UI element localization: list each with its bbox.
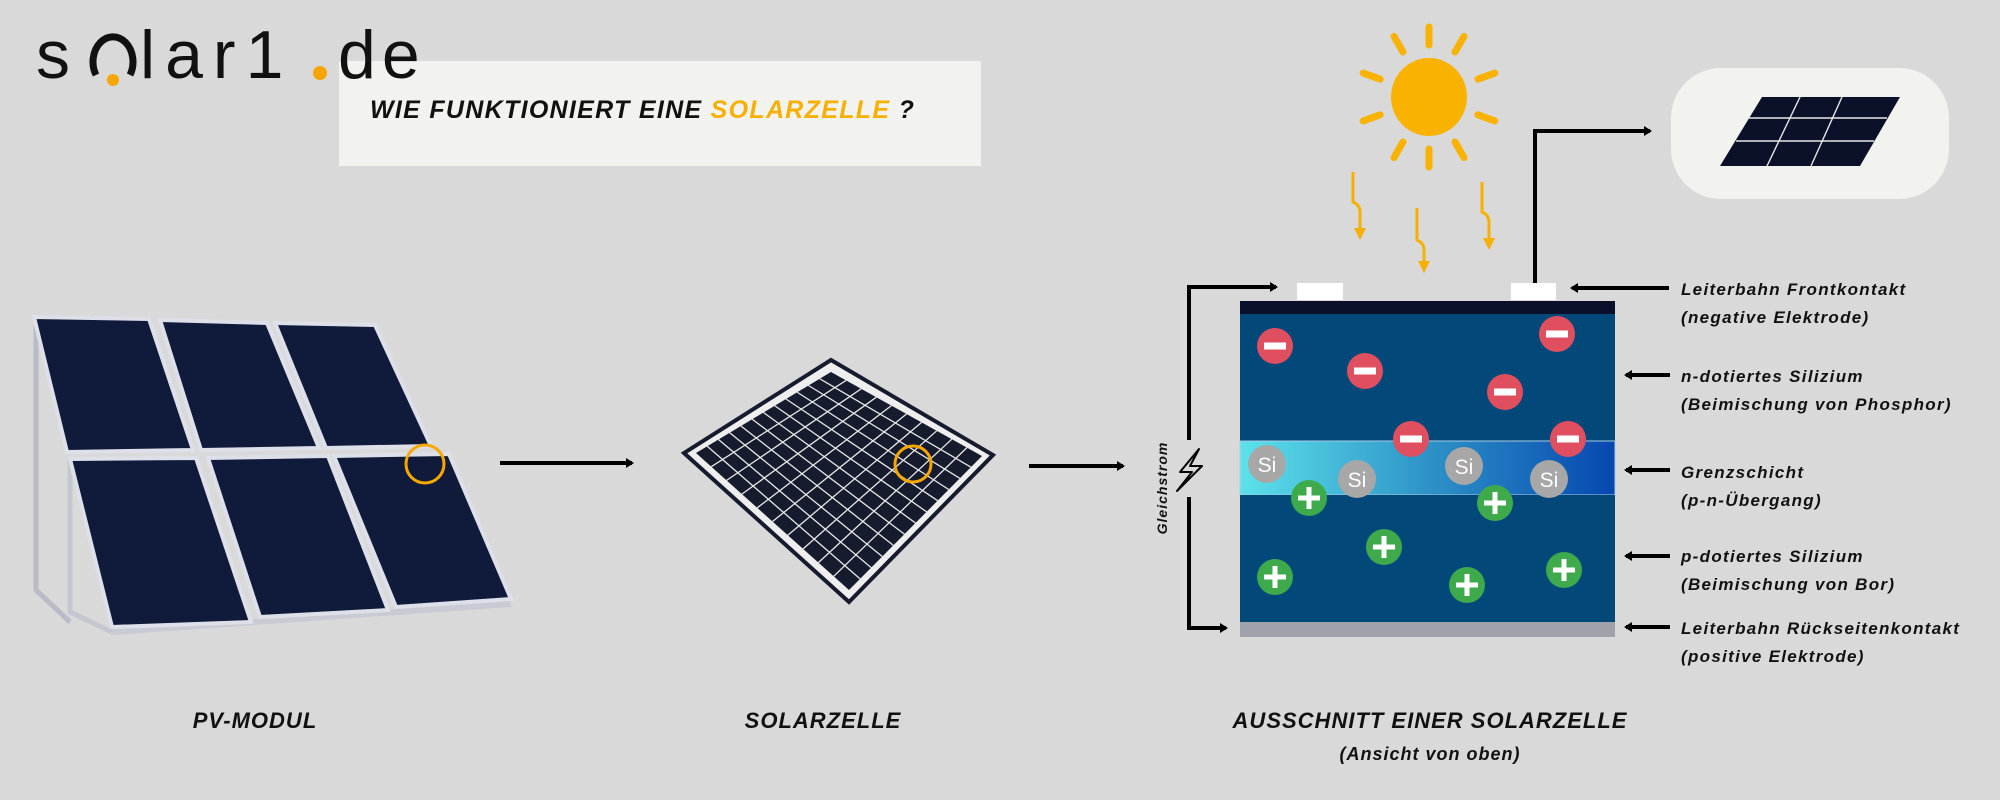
hole-icon <box>1257 559 1293 595</box>
label-arrows <box>1570 283 1670 632</box>
cell-grid-line <box>763 411 916 524</box>
silicon-atom: Si <box>1445 447 1483 485</box>
sun-ray <box>1474 69 1499 83</box>
logo-de: de <box>338 17 426 93</box>
logo-dot <box>313 66 327 80</box>
sun-ray <box>1359 111 1384 125</box>
cell-grid-line <box>740 425 894 546</box>
cell-grid-line <box>751 418 905 535</box>
title-prefix: WIE FUNKTIONIERT EINE <box>370 96 711 124</box>
front-contact <box>1297 283 1343 300</box>
title-suffix: ? <box>890 96 916 124</box>
label-n-layer: n-dotiertes Silizium(Beimischung von Pho… <box>1681 367 1952 414</box>
hole-icon <box>1477 485 1513 521</box>
cell-grid-line <box>718 439 872 569</box>
hole-icon <box>1291 480 1327 516</box>
sunlight-arrows <box>1351 172 1495 273</box>
sun-ray <box>1359 69 1384 83</box>
electron-icon <box>1487 374 1523 410</box>
silicon-atom: Si <box>1530 460 1568 498</box>
cell-grid-line <box>729 432 883 558</box>
current-label: Gleichstrom <box>1154 441 1170 535</box>
caption-cutout: AUSSCHNITT EINER SOLARZELLE <box>1232 708 1628 733</box>
sun-ray <box>1451 32 1468 56</box>
pv-module-illustration <box>31 314 514 635</box>
hole-icon <box>1449 567 1485 603</box>
dc-circuit <box>1187 282 1278 633</box>
logo-o <box>89 33 137 77</box>
sun-ray <box>1390 138 1407 162</box>
solar-cell-illustration <box>680 357 997 605</box>
cell-grid-line <box>774 405 927 513</box>
front-contact <box>1511 283 1556 300</box>
logo-dot <box>107 74 119 86</box>
sun-icon <box>1359 23 1499 171</box>
cell-grid-line <box>808 384 961 479</box>
label-back-contact: Leiterbahn Rückseitenkontakt(positive El… <box>1681 619 1961 666</box>
hole-icon <box>1366 529 1402 565</box>
silicon-atom: Si <box>1248 445 1286 483</box>
back-contact-layer <box>1240 622 1615 637</box>
sun-ray <box>1451 138 1468 162</box>
label-front-contact: Leiterbahn Frontkontakt(negative Elektro… <box>1681 280 1907 327</box>
arrow-to-panel <box>1533 126 1652 283</box>
electron-icon <box>1393 421 1429 457</box>
electron-icon <box>1550 421 1586 457</box>
silicon-label: Si <box>1258 454 1277 477</box>
silicon-label: Si <box>1455 456 1474 479</box>
caption-cutout-sub: (Ansicht von oben) <box>1339 744 1521 764</box>
title-box <box>339 61 981 166</box>
cell-grid-line <box>819 378 972 468</box>
silicon-atom: Si <box>1338 460 1376 498</box>
cell-grid-line <box>796 391 950 491</box>
silicon-label: Si <box>1540 469 1559 492</box>
sun-ray <box>1474 111 1499 125</box>
hole-icon <box>1546 552 1582 588</box>
caption-solar-cell: SOLARZELLE <box>744 708 902 733</box>
silicon-label: Si <box>1348 469 1367 492</box>
title-highlight: SOLARZELLE <box>710 96 891 124</box>
logo: s lar1 de <box>36 17 426 93</box>
front-contact-layer <box>1240 301 1615 314</box>
sun-ray <box>1390 32 1407 56</box>
highlight-circle <box>404 443 446 485</box>
electron-icon <box>1539 316 1575 352</box>
cell-grid-line <box>706 445 861 580</box>
label-junction: Grenzschicht(p-n-Übergang) <box>1681 463 1822 510</box>
electron-icon <box>1257 328 1293 364</box>
logo-lar1: lar1 <box>140 17 293 93</box>
caption-pv-module: PV-MODUL <box>192 708 318 733</box>
lightning-icon <box>1176 448 1203 492</box>
solar-panel-icon <box>1720 96 1900 167</box>
logo-s: s <box>36 17 70 93</box>
electron-icon <box>1347 353 1383 389</box>
cell-grid-line <box>785 398 939 502</box>
label-p-layer: p-dotiertes Silizium(Beimischung von Bor… <box>1681 547 1896 594</box>
page-title: WIE FUNKTIONIERT EINE SOLARZELLE ? <box>370 96 915 125</box>
highlight-circle <box>893 444 933 484</box>
